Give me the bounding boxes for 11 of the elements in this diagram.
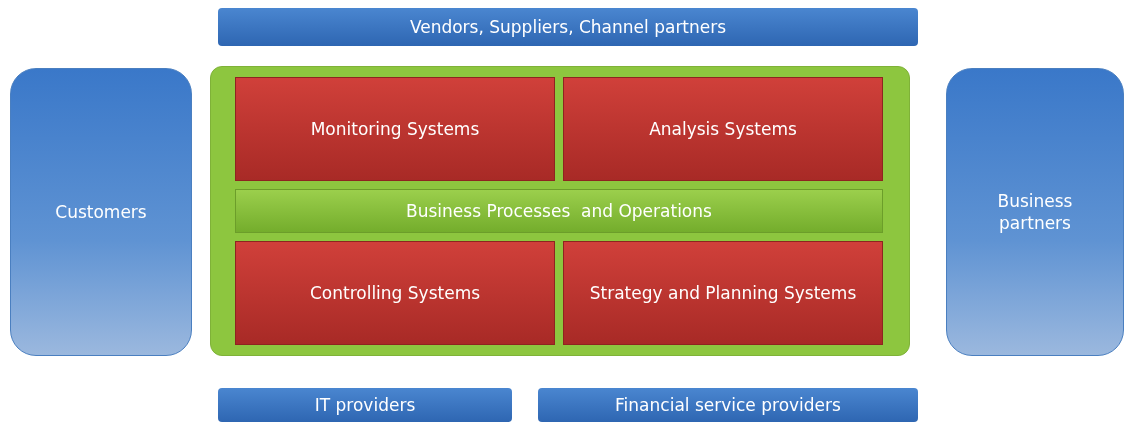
- system-box: Analysis Systems: [563, 77, 883, 181]
- system-box: Strategy and Planning Systems: [563, 241, 883, 345]
- footer-bar: Financial service providers: [538, 388, 918, 422]
- footer-bar: IT providers: [218, 388, 512, 422]
- header-bar: Vendors, Suppliers, Channel partners: [218, 8, 918, 46]
- process-bar: Business Processes and Operations: [235, 189, 883, 233]
- side-panel: Business partners: [946, 68, 1124, 356]
- side-panel: Customers: [10, 68, 192, 356]
- system-box: Monitoring Systems: [235, 77, 555, 181]
- system-box: Controlling Systems: [235, 241, 555, 345]
- group-panel: [210, 66, 910, 356]
